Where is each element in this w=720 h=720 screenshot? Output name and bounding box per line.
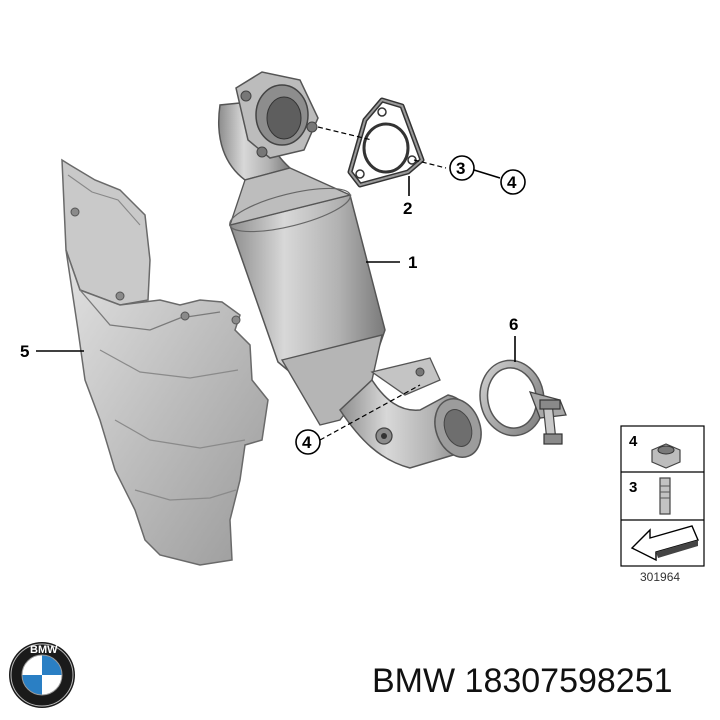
part-number-caption: BMW 18307598251 [372, 662, 673, 700]
callout-3: 3 [449, 155, 475, 181]
gasket [347, 97, 425, 188]
svg-text:4: 4 [629, 433, 638, 450]
catalytic-converter [218, 71, 482, 469]
svg-text:4: 4 [507, 173, 517, 192]
stud-bolt-icon [659, 477, 671, 515]
callout-2: 2 [403, 176, 412, 218]
view-arrow-icon [630, 525, 699, 562]
callout-4-bottom: 4 [295, 429, 321, 455]
svg-text:3: 3 [456, 159, 465, 178]
svg-text:1: 1 [408, 253, 417, 272]
svg-text:3: 3 [629, 479, 637, 496]
fastener-legend: 4 3 301964 [620, 425, 705, 584]
callout-4-top: 4 [500, 169, 526, 195]
svg-text:5: 5 [20, 342, 29, 361]
hex-nut-icon [651, 443, 681, 469]
svg-text:2: 2 [403, 199, 412, 218]
pipe-clamp [479, 359, 567, 445]
callout-6: 6 [509, 315, 518, 362]
heat-shield [61, 158, 269, 566]
svg-text:301964: 301964 [640, 570, 680, 584]
bmw-logo-icon: BMW [9, 642, 75, 708]
svg-text:BMW: BMW [30, 644, 58, 656]
svg-text:6: 6 [509, 315, 518, 334]
callout-5: 5 [20, 342, 84, 361]
callout-1: 1 [366, 253, 417, 272]
svg-text:4: 4 [302, 433, 312, 452]
